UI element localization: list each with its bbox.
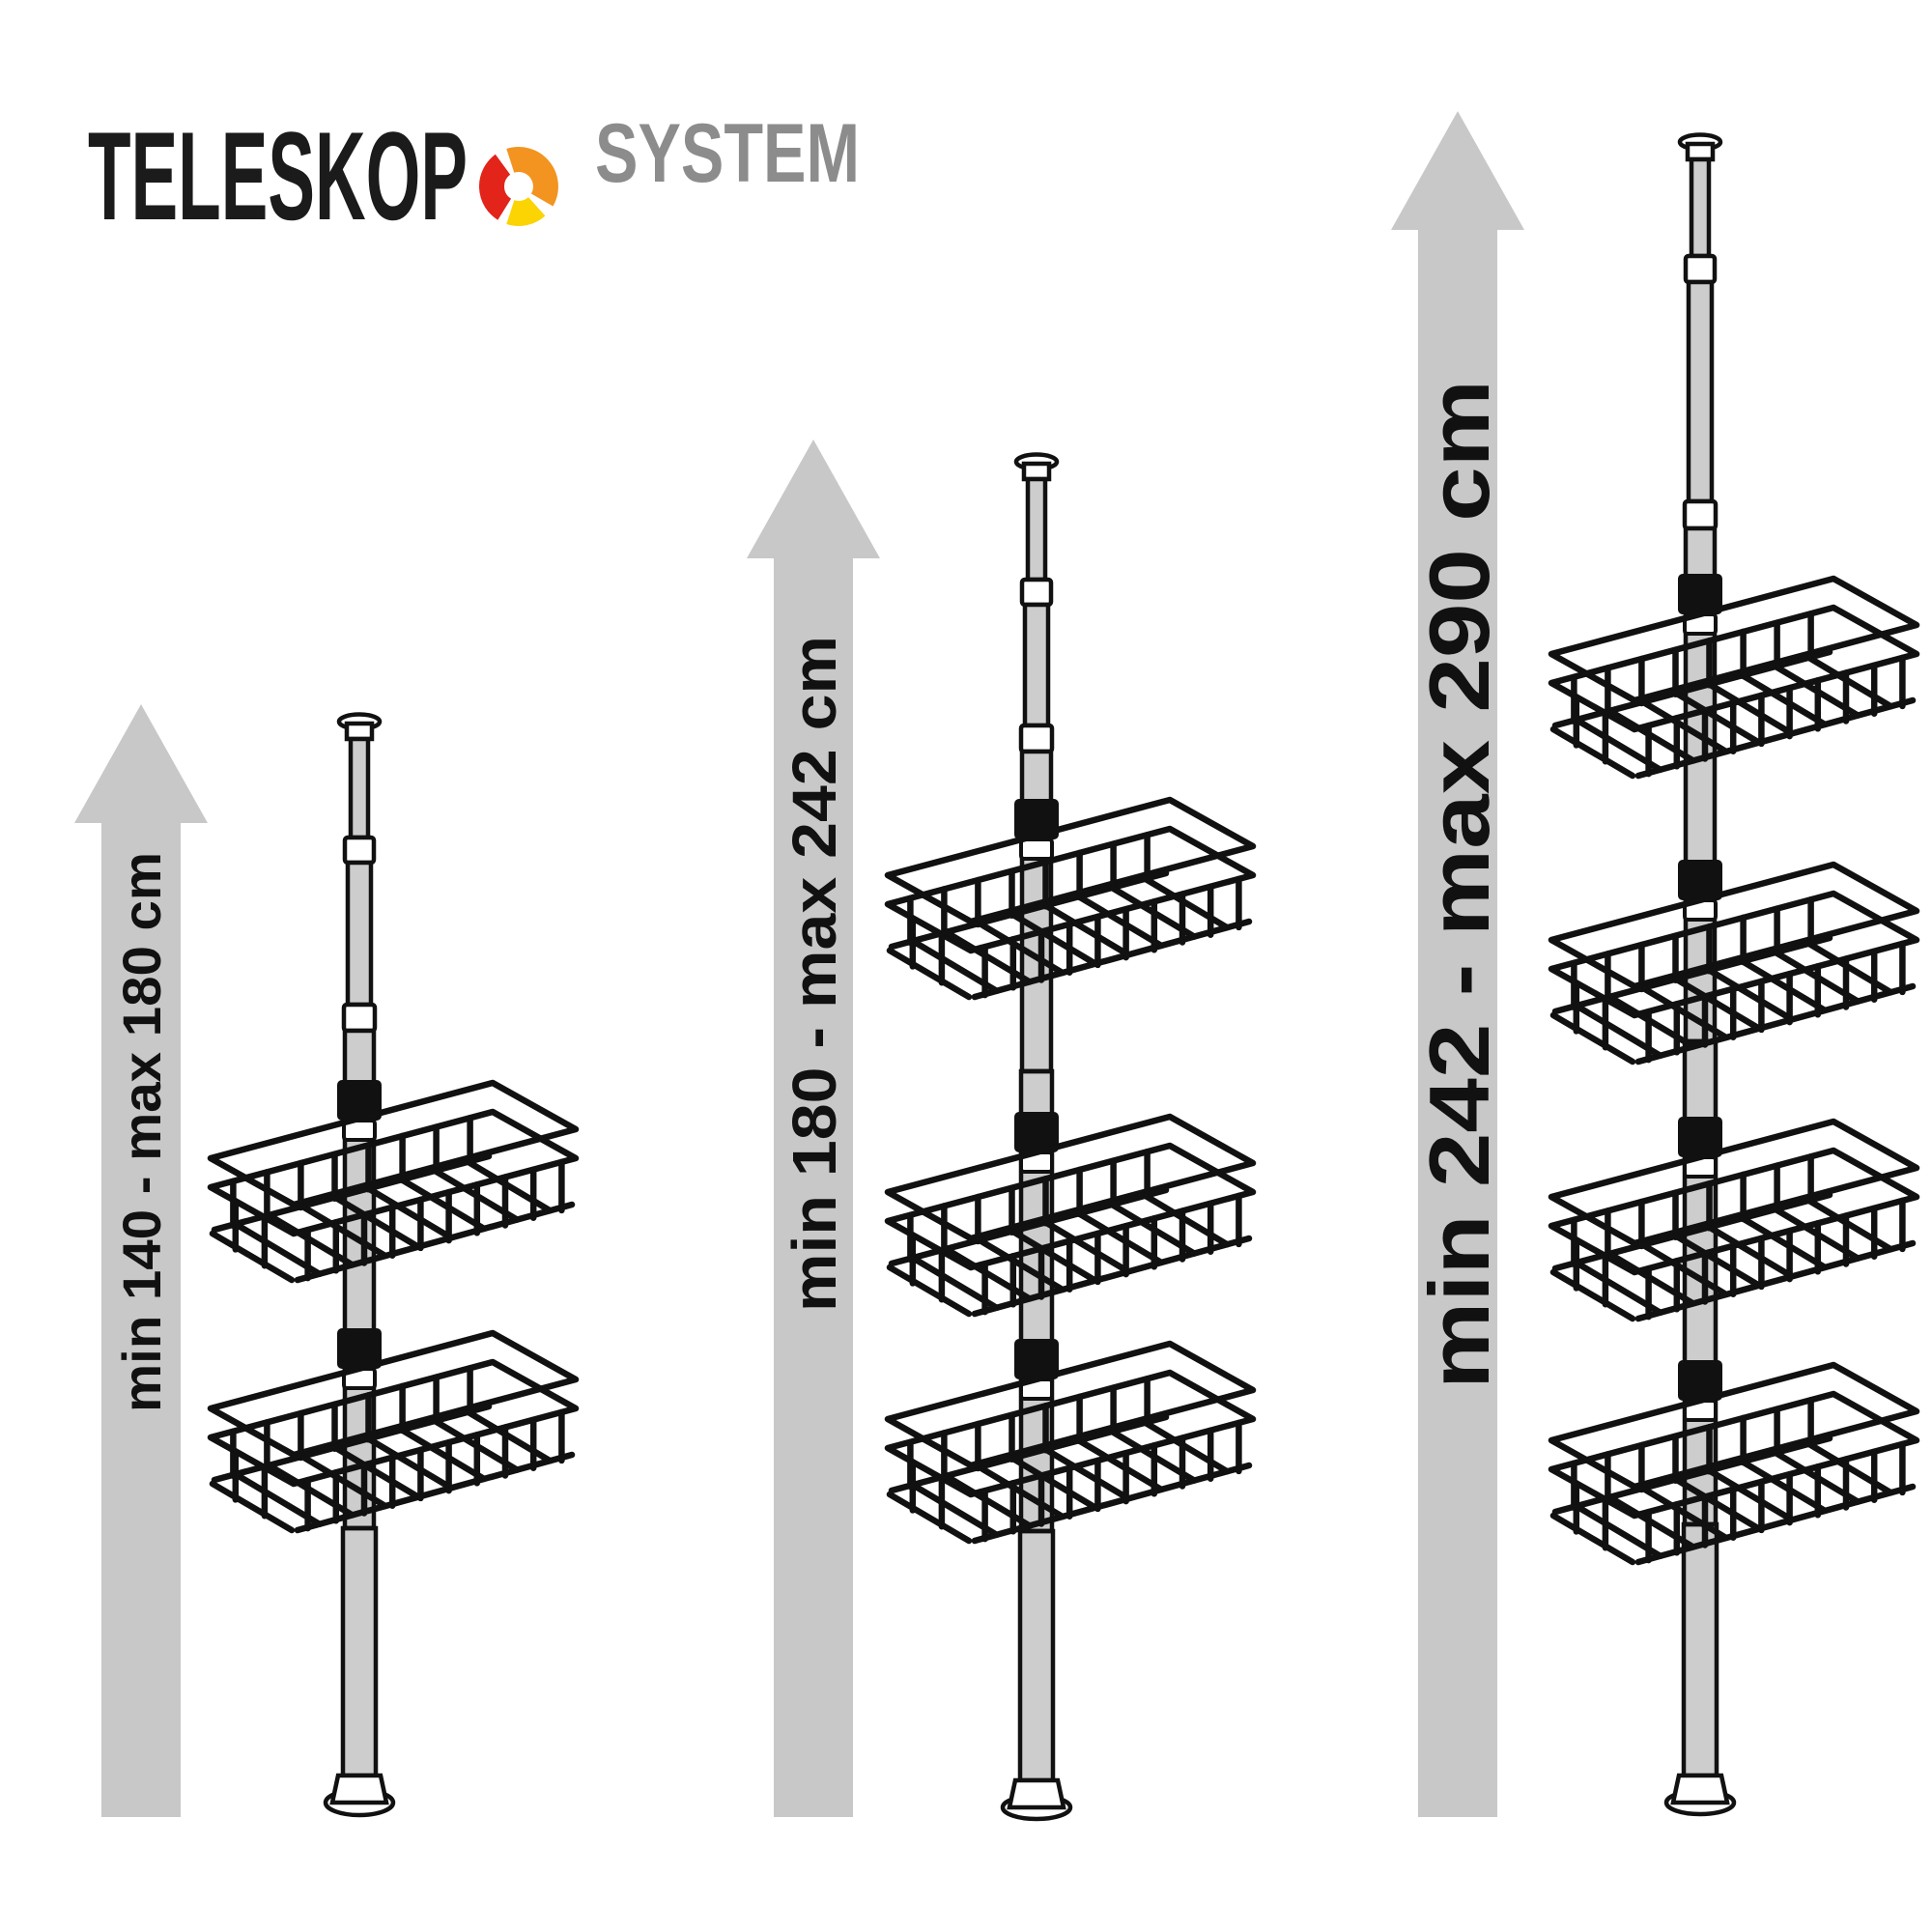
basket-mount — [1678, 574, 1722, 636]
cap-neck — [1021, 461, 1052, 482]
height-arrow-2-label: min 180 - max 242 cm — [780, 636, 849, 1312]
collar — [1683, 253, 1718, 285]
donut-red-segment — [479, 154, 512, 220]
foot-cup — [329, 1773, 389, 1805]
wire-basket — [1551, 1122, 1917, 1319]
logo-donut-icon — [479, 147, 558, 226]
tube-mid — [345, 860, 374, 1008]
donut-orange-segment — [506, 147, 558, 207]
collar — [342, 835, 377, 866]
tube-top — [348, 736, 371, 840]
collar — [1018, 723, 1055, 754]
basket-clamp — [1678, 860, 1722, 900]
height-arrow-1-label: min 140 - max 180 cm — [111, 852, 172, 1412]
tube-bottom — [1017, 1528, 1056, 1783]
variant-242-290: min 242 - max 290 cm — [1391, 111, 1917, 1817]
basket-clamp — [337, 1080, 382, 1121]
basket-mount — [1014, 1339, 1059, 1401]
collar — [341, 1002, 378, 1034]
foot-cup — [1670, 1773, 1730, 1805]
height-arrow-3-label: min 242 - max 290 cm — [1411, 380, 1507, 1389]
cap-neck — [344, 721, 375, 742]
basket-mount — [1014, 1112, 1059, 1174]
tube-mid — [1686, 279, 1715, 504]
donut-yellow-segment — [506, 196, 546, 226]
foot-cup — [1007, 1777, 1066, 1810]
variant-140-180: min 140 - max 180 cm — [74, 704, 576, 1818]
basket-mount — [337, 1328, 382, 1390]
collar — [1682, 498, 1719, 531]
wire-basket — [1551, 579, 1917, 776]
tube-top — [1025, 476, 1048, 582]
basket-mount — [1678, 860, 1722, 922]
cap-neck — [1685, 141, 1716, 162]
height-arrow-3 — [1391, 111, 1524, 1817]
wire-basket — [1551, 1365, 1917, 1562]
wire-basket — [211, 1333, 576, 1530]
logo-word-teleskop: TELESKOP — [88, 105, 468, 246]
tube-bottom — [1681, 1521, 1719, 1778]
basket-mount — [1678, 1360, 1722, 1422]
tube-mid — [1022, 602, 1051, 728]
height-arrow-2 — [747, 440, 880, 1817]
variant-180-242: min 180 - max 242 cm — [747, 440, 1253, 1822]
wire-basket — [888, 800, 1253, 997]
tube-top — [1689, 156, 1712, 259]
clamp-sleeve — [1019, 838, 1054, 861]
basket-mount — [1678, 1117, 1722, 1179]
wire-basket — [211, 1083, 576, 1280]
wire-basket — [888, 1117, 1253, 1314]
collar — [1019, 577, 1054, 608]
wire-basket — [888, 1344, 1253, 1541]
tube-bottom — [340, 1525, 379, 1778]
height-arrow-1 — [74, 704, 208, 1817]
basket-clamp — [337, 1328, 382, 1369]
basket-mount — [337, 1080, 382, 1142]
basket-clamp — [1014, 1112, 1059, 1152]
logo: TELESKOP SYSTEM — [88, 105, 860, 246]
basket-clamp — [1678, 1360, 1722, 1401]
basket-clamp — [1014, 1339, 1059, 1379]
basket-clamp — [1678, 1117, 1722, 1157]
wire-basket — [1551, 865, 1917, 1062]
logo-word-system: SYSTEM — [595, 107, 860, 200]
basket-clamp — [1678, 574, 1722, 614]
